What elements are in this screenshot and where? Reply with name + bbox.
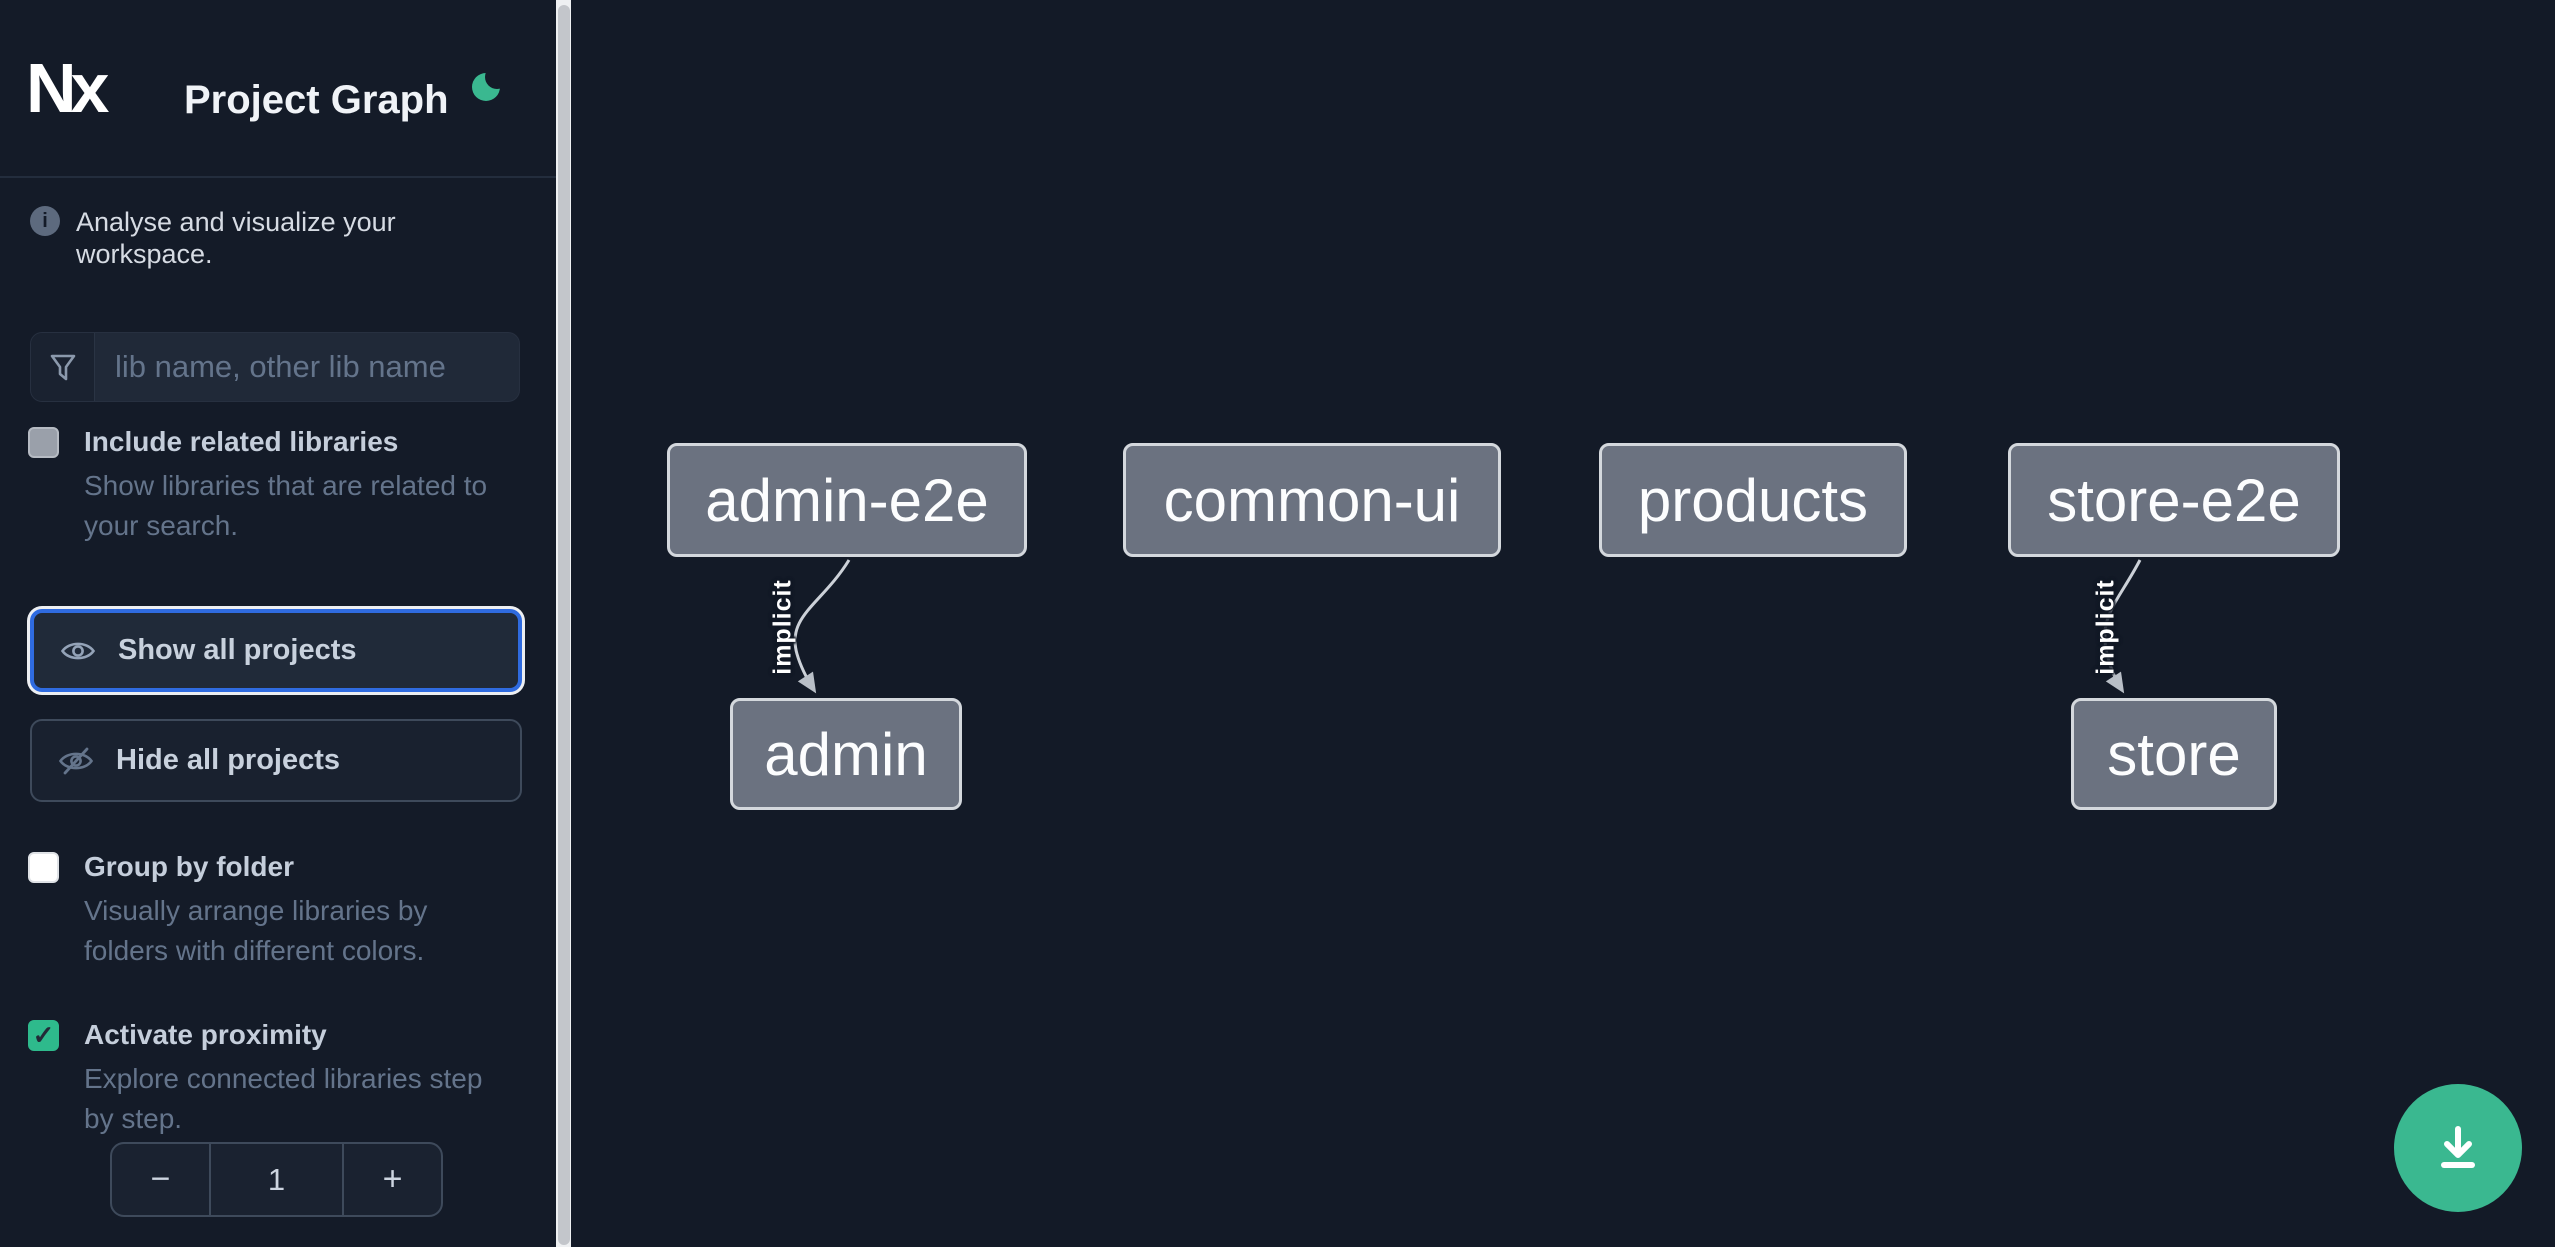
show-all-projects-button[interactable]: Show all projects — [30, 609, 522, 692]
decrement-button[interactable]: − — [112, 1144, 209, 1215]
graph-node-admin-e2e[interactable]: admin-e2e — [667, 443, 1027, 557]
download-image-button[interactable] — [2394, 1084, 2522, 1212]
graph-node-label: products — [1637, 466, 1869, 534]
hide-all-projects-label: Hide all projects — [116, 744, 341, 776]
edge-label-store-e2e-to-store: implicit — [2091, 579, 2120, 675]
graph-node-store-e2e[interactable]: store-e2e — [2008, 443, 2340, 557]
filter-input-group — [30, 332, 520, 402]
graph-node-label: common-ui — [1163, 466, 1461, 534]
graph-node-label: store — [2107, 720, 2241, 788]
activate-proximity-checkbox[interactable]: ✓ — [28, 1020, 59, 1051]
edge-label-admin-e2e-to-admin: implicit — [768, 579, 797, 675]
graph-node-label: admin — [764, 720, 928, 788]
theme-toggle-button[interactable] — [462, 60, 514, 112]
graph-canvas[interactable] — [571, 0, 2555, 1247]
stepper-value: 1 — [209, 1144, 344, 1215]
checkmark-icon: ✓ — [32, 1020, 55, 1050]
graph-node-label: admin-e2e — [705, 466, 989, 534]
sidebar-scrollbar-thumb[interactable] — [557, 5, 570, 1245]
page-title: Project Graph — [184, 78, 449, 122]
option-group-by-folder: Group by folder Visually arrange librari… — [28, 849, 528, 971]
graph-node-store[interactable]: store — [2071, 698, 2277, 810]
graph-node-common-ui[interactable]: common-ui — [1123, 443, 1501, 557]
option-label: Include related libraries — [84, 426, 399, 457]
filter-input[interactable] — [95, 333, 519, 401]
intro-text: Analyse and visualize your workspace. — [76, 207, 396, 269]
increment-button[interactable]: + — [344, 1144, 441, 1215]
eye-off-icon — [58, 746, 94, 776]
option-activate-proximity: ✓ Activate proximity Explore connected l… — [28, 1017, 528, 1139]
sidebar-header: Nx Project Graph — [0, 0, 556, 178]
proximity-stepper: − 1 + — [110, 1142, 443, 1217]
filter-icon — [31, 333, 95, 401]
option-description: Show libraries that are related to your … — [84, 470, 488, 541]
option-description: Visually arrange libraries by folders wi… — [84, 895, 428, 966]
eye-icon — [60, 638, 96, 664]
graph-node-products[interactable]: products — [1599, 443, 1907, 557]
show-all-projects-label: Show all projects — [118, 634, 357, 666]
hide-all-projects-button[interactable]: Hide all projects — [30, 719, 522, 802]
graph-node-label: store-e2e — [2047, 466, 2301, 534]
option-label: Group by folder — [84, 851, 294, 882]
include-related-checkbox[interactable] — [28, 427, 59, 458]
sidebar: Nx Project Graph i Analyse and visualize… — [0, 0, 556, 1247]
option-label: Activate proximity — [84, 1019, 327, 1050]
nx-logo: Nx — [26, 49, 109, 127]
sidebar-scrollbar-track — [556, 0, 571, 1247]
intro-row: i Analyse and visualize your workspace. — [30, 206, 530, 270]
download-icon — [2430, 1119, 2486, 1178]
option-include-related-libraries: Include related libraries Show libraries… — [28, 424, 528, 546]
graph-node-admin[interactable]: admin — [730, 698, 962, 810]
edge-store-e2e-to-store[interactable] — [2103, 559, 2142, 694]
edge-admin-e2e-to-admin[interactable] — [793, 559, 851, 694]
group-by-folder-checkbox[interactable] — [28, 852, 59, 883]
moon-icon — [471, 72, 505, 106]
info-icon: i — [30, 206, 60, 236]
option-description: Explore connected libraries step by step… — [84, 1063, 483, 1134]
